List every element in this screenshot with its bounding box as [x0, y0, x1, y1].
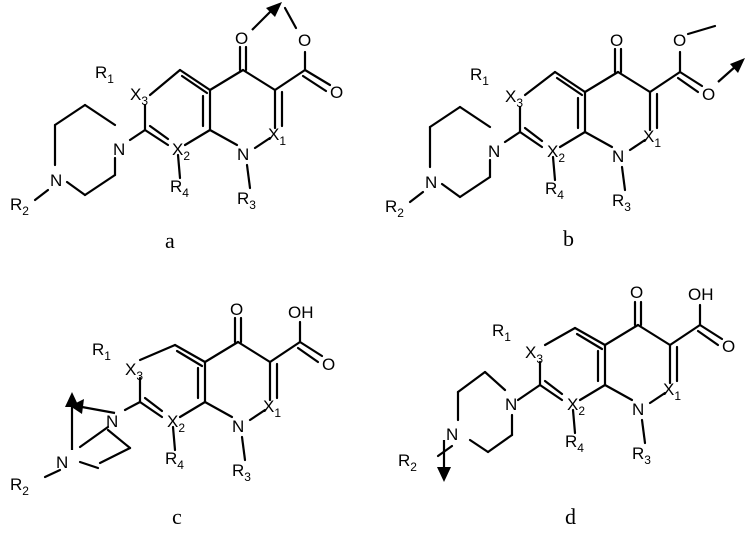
atom-n1: N	[632, 400, 644, 419]
atom-r3: R3	[237, 189, 256, 212]
arrow-piperazine-nitrogen-up	[65, 392, 79, 450]
bonds	[43, 316, 324, 479]
atom-r1: R1	[470, 65, 489, 88]
atom-r1: R1	[92, 340, 111, 363]
atom-o-ester: O	[298, 31, 311, 50]
structure-d: X3 R1 X2 X1 N R3 R4 N N R2 O OH O d	[398, 283, 735, 529]
atom-n1: N	[232, 417, 244, 436]
atom-o-carbonyl: O	[702, 85, 715, 104]
atom-x1: X1	[663, 380, 681, 403]
atom-n-piperazine: N	[106, 412, 118, 431]
bonds	[33, 6, 332, 202]
atom-labels: X3 R1 X2 X1 N R3 R4 N N R2 O O O	[385, 31, 715, 220]
structure-b: X3 R1 X2 X1 N R3 R4 N N R2 O O O b	[385, 24, 745, 251]
bonds	[436, 300, 724, 458]
atom-r3: R3	[612, 191, 631, 214]
atom-oh: OH	[688, 285, 714, 304]
atom-r2: R2	[385, 197, 404, 220]
atom-x1: X1	[268, 125, 286, 148]
structure-a: X3 R1 X2 X1 N R3 R4 N N R2 O O O a	[10, 2, 343, 253]
arrow-piperazine-nitrogen-r2	[437, 440, 451, 482]
atom-n1: N	[237, 145, 249, 164]
atom-x1: X1	[263, 397, 281, 420]
panel-label-c: c	[172, 504, 182, 529]
atom-r3: R3	[632, 444, 651, 467]
atom-r1: R1	[492, 321, 511, 344]
atom-r2: R2	[10, 475, 29, 498]
atom-o-ketone: O	[630, 283, 643, 302]
atom-x3: X3	[525, 343, 543, 366]
atom-r1: R1	[95, 63, 114, 86]
atom-labels: X3 R1 X2 X1 N R3 R4 N N R2 O OH O	[10, 300, 335, 498]
atom-x3: X3	[130, 85, 148, 108]
panel-label-a: a	[165, 228, 175, 253]
atom-o-carbonyl: O	[722, 337, 735, 356]
atom-labels: X3 R1 X2 X1 N R3 R4 N N R2 O OH O	[398, 283, 735, 474]
atom-r2: R2	[398, 451, 417, 474]
atom-n-r2: N	[50, 171, 62, 190]
bonds	[408, 24, 717, 204]
atom-n-r2: N	[425, 173, 437, 192]
atom-o-ketone: O	[610, 31, 623, 50]
atom-x2: X2	[167, 412, 185, 435]
atom-r4: R4	[165, 449, 184, 472]
atom-n-r2: N	[56, 453, 68, 472]
structure-c: X3 R1 X2 X1 N R3 R4 N N R2 O OH O c	[10, 300, 335, 529]
arrow-ester-carbonyl-oxygen	[717, 58, 745, 83]
atom-n-piperazine: N	[113, 140, 125, 159]
atom-n-r2: N	[446, 425, 458, 444]
atom-x2: X2	[567, 395, 585, 418]
atom-x2: X2	[172, 140, 190, 163]
atom-n1: N	[612, 147, 624, 166]
atom-x3: X3	[505, 87, 523, 110]
atom-oh: OH	[288, 303, 314, 322]
atom-x3: X3	[125, 360, 143, 383]
atom-r3: R3	[232, 461, 251, 484]
atom-labels: X3 R1 X2 X1 N R3 R4 N N R2 O O O	[10, 29, 343, 218]
arrow-ketone-oxygen	[251, 2, 282, 31]
panel-label-b: b	[563, 226, 574, 251]
atom-o-ketone: O	[235, 29, 248, 48]
atom-o-carbonyl: O	[322, 355, 335, 374]
atom-r4: R4	[170, 177, 189, 200]
atom-x2: X2	[547, 142, 565, 165]
atom-o-ester: O	[673, 31, 686, 50]
panel-label-d: d	[565, 504, 576, 529]
atom-r4: R4	[565, 432, 584, 455]
atom-r4: R4	[545, 179, 564, 202]
atom-n-piperazine: N	[488, 142, 500, 161]
atom-n-piperazine: N	[505, 395, 517, 414]
atom-r2: R2	[10, 195, 29, 218]
atom-o-carbonyl: O	[330, 83, 343, 102]
atom-x1: X1	[643, 127, 661, 150]
atom-o-ketone: O	[230, 300, 243, 319]
